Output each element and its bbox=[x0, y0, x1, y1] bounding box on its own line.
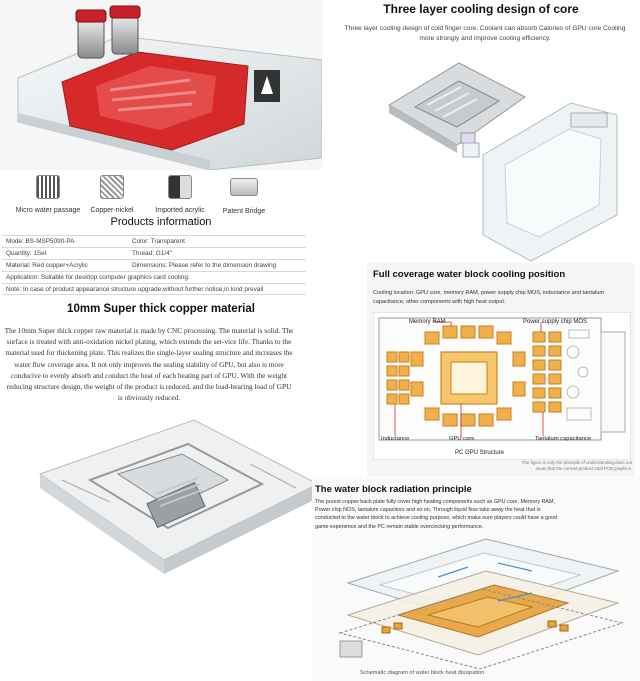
info-row: Quantity: 1Set Thread: G1/4" bbox=[2, 247, 306, 259]
info-row: Material: Red copper+Acrylic Dimensions:… bbox=[2, 259, 306, 271]
three-layer-exploded-image bbox=[375, 55, 637, 265]
label-pc-gpu-structure: PC GPU Structure bbox=[455, 450, 505, 456]
product-hero-image bbox=[0, 0, 322, 170]
pcb-diagram: Memory RAM Power supply chip MOS Inducta… bbox=[372, 311, 632, 461]
coverage-description: Cooling location: GPU core, memory RAM, … bbox=[373, 290, 605, 305]
label-power-supply-chip: Power supply chip MOS bbox=[523, 319, 587, 325]
feature-copper-nickel: Copper-nickel bbox=[72, 172, 152, 220]
acrylic-icon bbox=[168, 175, 192, 199]
copper-nickel-icon bbox=[100, 175, 124, 199]
three-layer-title: Three layer cooling design of core bbox=[383, 2, 579, 16]
coverage-note: The figure is only the principle of unde… bbox=[521, 460, 632, 472]
products-information-table: Mode: BS-MSP5090-PA Color: Transparent Q… bbox=[2, 235, 306, 295]
material-description: The 10mm Super thick copper raw material… bbox=[4, 326, 294, 403]
label-gpu-core: GPU core bbox=[449, 436, 474, 442]
three-layer-description: Three layer cooling design of cold finge… bbox=[344, 25, 626, 43]
feature-patent-bridge: Patent Bridge bbox=[204, 172, 284, 220]
radiation-description: The purest copper back plate fully cover… bbox=[315, 499, 558, 530]
micro-channel-icon bbox=[36, 175, 60, 199]
coverage-title: Full coverage water block cooling positi… bbox=[373, 269, 566, 280]
cold-plate-image bbox=[0, 410, 322, 605]
label-tantalum-capacitance: Tantalum capacitance bbox=[535, 436, 591, 442]
feature-imported-acrylic: Imported acrylic bbox=[140, 172, 220, 220]
info-row: Mode: BS-MSP5090-PA Color: Transparent bbox=[2, 235, 306, 247]
info-row: Application: Suitable for desktop comput… bbox=[2, 271, 306, 283]
material-title: 10mm Super thick copper material bbox=[67, 303, 255, 315]
label-memory-ram: Memory RAM bbox=[409, 319, 446, 325]
heat-dissipation-diagram bbox=[318, 537, 638, 670]
bridge-icon bbox=[230, 178, 258, 196]
radiation-title: The water block radiation principle bbox=[315, 484, 472, 495]
info-row: Note: In case of product appearance stru… bbox=[2, 283, 306, 295]
label-inductance: Inductance bbox=[381, 436, 409, 442]
radiation-caption: Schematic diagram of water block heat di… bbox=[360, 670, 485, 676]
products-information-title: Products information bbox=[110, 216, 212, 228]
feature-micro-water-passage: Micro water passage bbox=[8, 172, 88, 220]
feature-icons-row: Micro water passage Copper-nickel Import… bbox=[0, 172, 322, 220]
